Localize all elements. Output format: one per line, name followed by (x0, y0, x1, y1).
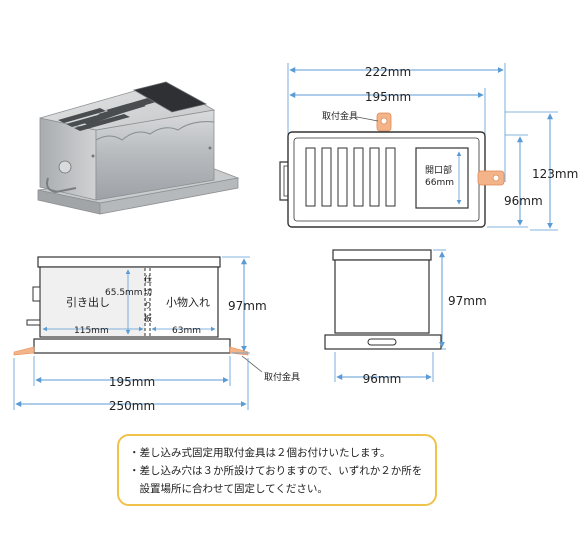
top-height-123-label: 123mm (532, 167, 578, 181)
svg-text:り: り (144, 301, 152, 310)
knob-3d (58, 160, 72, 174)
top-width-222-label: 222mm (365, 65, 411, 79)
front-bracket-left (13, 346, 35, 356)
side-view: 97mm 96mm (324, 249, 487, 386)
product-photo (37, 81, 240, 215)
small-storage-label: 小物入れ (166, 295, 210, 309)
note-line-3: 設置場所に合わせて固定してください。 (129, 483, 328, 495)
top-view-slots (305, 147, 396, 207)
partition-label: 仕 切 り 板 (144, 274, 152, 323)
svg-text:板: 板 (144, 313, 152, 323)
front-width-250-label: 250mm (109, 399, 155, 413)
side-view-body (334, 259, 430, 334)
side-view-slot (367, 338, 397, 346)
slot-openings-3d (58, 95, 164, 131)
notes-box: ・差し込み式固定用取付金具は２個お付けいたします。 ・差し込み穴は３か所設けてお… (117, 434, 437, 506)
small-width-label: 63mm (172, 326, 201, 336)
note-line-1: ・差し込み式固定用取付金具は２個お付けいたします。 (129, 447, 391, 459)
pullout-label: 引き出し (66, 295, 110, 309)
pullout-width-label: 115mm (74, 326, 109, 336)
top-height-96-label: 96mm (504, 194, 543, 208)
mount-bracket-top (376, 112, 392, 132)
front-height-label: 97mm (228, 299, 267, 313)
pullout-height-label: 65.5mm (105, 288, 143, 298)
svg-text:仕: 仕 (144, 274, 152, 284)
note-line-2: ・差し込み穴は３か所設けておりますので、いずれか２か所を (129, 465, 423, 477)
side-height-label: 97mm (448, 294, 487, 308)
front-bracket-right (229, 346, 249, 356)
mount-bracket-label-top: 取付金具 (322, 110, 358, 122)
mount-bracket-right (477, 170, 505, 186)
front-width-195-label: 195mm (109, 375, 155, 389)
opening-label-line2: 66mm (425, 178, 454, 188)
front-view-base (33, 338, 231, 354)
opening-label-line1: 開口部 (425, 164, 452, 176)
top-width-195-label: 195mm (365, 90, 411, 104)
side-width-label: 96mm (363, 372, 402, 386)
opening-3d (132, 81, 208, 113)
top-view: 222mm 195mm 取付金具 開口部 66mm (279, 63, 578, 231)
top-view-handle (279, 161, 288, 201)
front-view: 引き出し 小物入れ 仕 切 り 板 65.5mm 115mm 63mm 取付金具… (13, 256, 300, 413)
mount-bracket-label-front: 取付金具 (264, 371, 300, 383)
svg-text:切: 切 (144, 288, 152, 297)
